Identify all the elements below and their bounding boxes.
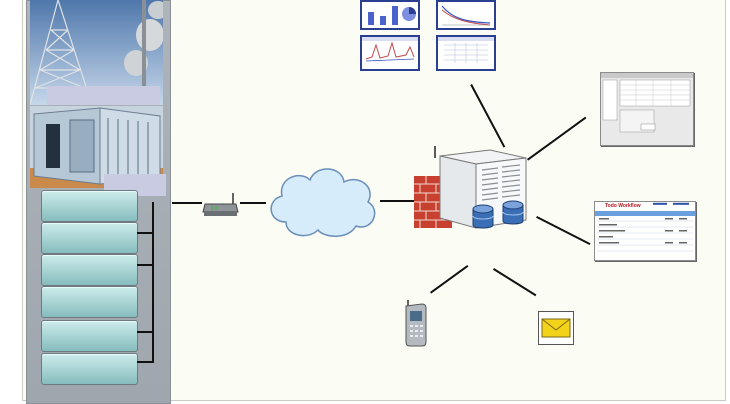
mobile-phone-icon (405, 300, 427, 347)
equipment-shelter-icon (30, 106, 163, 188)
web-workflow-screen: Todo Workflow (594, 201, 696, 261)
bar-chart-icon (368, 6, 416, 25)
module-box-5 (41, 320, 138, 352)
envelope-icon (538, 311, 574, 345)
report-thumb-bar-chart (360, 0, 420, 30)
module-bus-tap-2 (137, 264, 153, 266)
desktop-application-screen (600, 72, 694, 146)
email-envelope (538, 311, 574, 345)
report-thumb-spike-chart (360, 35, 420, 71)
report-thumb-table-chart (436, 35, 496, 71)
database-icon (472, 204, 494, 229)
shelter-photo (30, 106, 163, 188)
database-icon (502, 200, 524, 225)
router-icon (202, 193, 239, 216)
link-sidebar-router (172, 202, 202, 204)
wireless-router (202, 192, 240, 218)
table-chart-icon (438, 37, 494, 63)
module-box-6 (41, 353, 138, 385)
web-page-icon (595, 202, 695, 252)
module-box-3 (41, 254, 138, 286)
report-thumb-line-chart (436, 0, 496, 30)
module-bus-vertical (152, 202, 154, 363)
link-cloud-firewall (380, 200, 416, 202)
photo-caption-strip (47, 86, 160, 105)
module-bus-tap-1 (137, 232, 153, 234)
line-chart-icon (441, 5, 491, 26)
network-cloud (264, 160, 382, 240)
app-window-icon (601, 73, 693, 133)
database-2 (502, 200, 524, 226)
module-box-4 (41, 286, 138, 318)
link-router-cloud (240, 202, 266, 204)
cloud-icon (270, 168, 376, 237)
database-1 (472, 204, 494, 230)
mobile-phone (402, 300, 428, 348)
workflow-screen-title: Todo Workflow (605, 203, 641, 209)
module-box-1 (41, 190, 138, 222)
spike-chart-icon (362, 37, 418, 62)
module-bus-tap-3 (137, 331, 153, 333)
module-box-2 (41, 222, 138, 254)
module-bus-tap-4 (137, 361, 153, 363)
